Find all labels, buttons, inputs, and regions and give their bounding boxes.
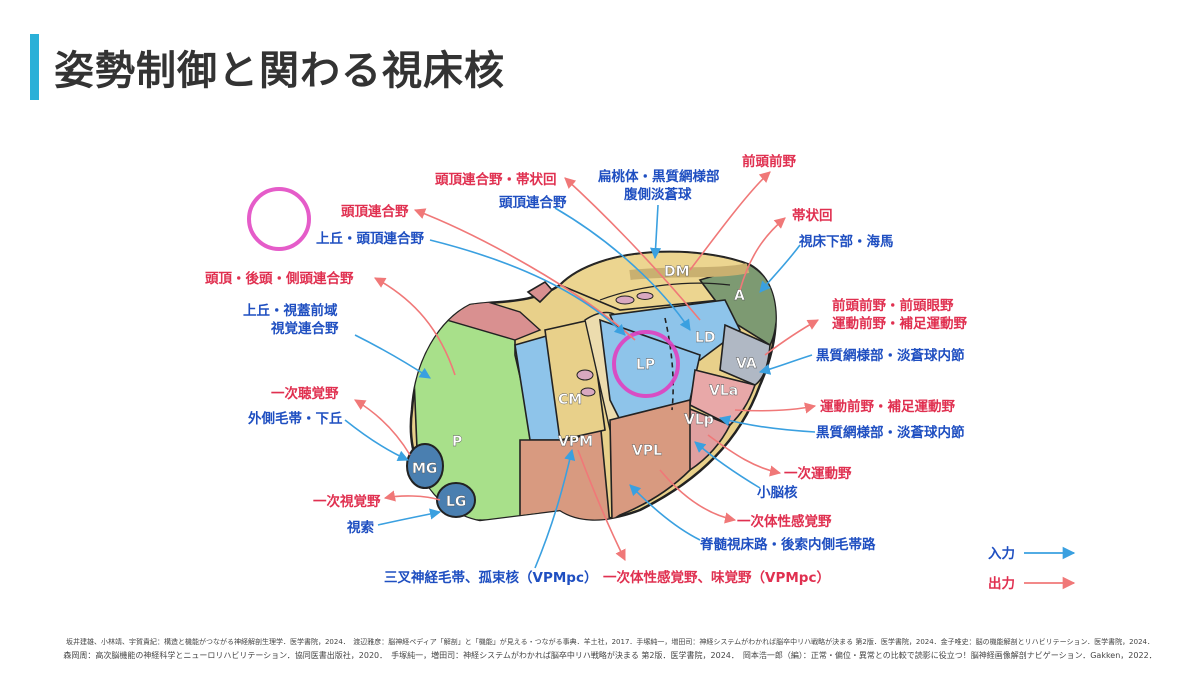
label-lp-in: 上丘・頭頂連合野 xyxy=(316,230,424,247)
label-trigeminal-in: 三叉神経毛帯、孤束核（VPMpc） xyxy=(384,569,597,586)
label-sn-gp-in-2: 黒質網様部・淡蒼球内節 xyxy=(816,424,965,441)
nucleus-label-VA: VA xyxy=(736,356,757,372)
arrow-in-cerebellum xyxy=(694,441,761,489)
arrow-in-sn-gp-1 xyxy=(758,354,813,375)
region-VPM xyxy=(519,418,611,520)
arrow-out-premotor xyxy=(734,402,817,414)
arrow-out-auditory xyxy=(354,399,411,456)
label-primary-motor-out: 一次運動野 xyxy=(784,465,852,482)
arrow-in-ld xyxy=(554,207,691,331)
label-ld-out: 頭頂連合野・帯状回 xyxy=(435,171,557,188)
region-LG xyxy=(436,482,476,518)
arrows xyxy=(344,171,819,569)
label-spinothalamic-in: 脊髄視床路・後索内側毛帯路 xyxy=(699,536,876,553)
legend-input-label: 入力 xyxy=(988,545,1015,562)
top-notch xyxy=(526,280,554,304)
label-ld-in: 頭頂連合野 xyxy=(499,194,567,211)
arrow-in-optic xyxy=(377,508,442,526)
label-premotor-out: 運動前野・補足運動野 xyxy=(820,398,955,415)
label-cerebellum-in: 小脳核 xyxy=(757,484,798,501)
label-frontal-motor-out-2: 運動前野・補足運動野 xyxy=(832,315,967,332)
highlight-ring-LP xyxy=(612,330,680,398)
arrow-in-hypo xyxy=(759,244,801,293)
title-accent-bar xyxy=(30,34,39,100)
references-line-2: 森岡周：高次脳機能の神経科学とニューロリハビリテーション．協同医書出版社，202… xyxy=(63,651,1157,660)
arrow-out-frontal xyxy=(689,171,771,271)
arrow-out-primary-motor xyxy=(707,434,782,477)
label-hypo-hippo-in: 視床下部・海馬 xyxy=(798,233,894,250)
label-pulvinar-out: 頭頂・後頭・側頭連合野 xyxy=(205,270,354,287)
nucleus-label-P: P xyxy=(452,434,462,450)
arrow-out-pulvinar xyxy=(374,277,456,376)
label-dm-in-2: 腹側淡蒼球 xyxy=(624,186,692,203)
label-visual-out: 一次視覚野 xyxy=(313,493,381,510)
label-pulvinar-in-1: 上丘・視蓋前域 xyxy=(243,302,338,319)
references-line-1: 坂井建雄、小林靖、宇賀貴紀：構造と機能がつながる神経解剖生理学．医学書院，202… xyxy=(65,638,1155,646)
arrow-out-ld xyxy=(564,177,701,321)
label-frontal-out: 前頭前野 xyxy=(742,153,796,170)
label-frontal-motor-out-1: 前頭前野・前頭眼野 xyxy=(832,297,954,314)
arrow-out-taste xyxy=(577,449,626,562)
region-CM xyxy=(544,319,606,441)
label-pulvinar-in-2: 視覚連合野 xyxy=(270,320,339,337)
label-auditory-out: 一次聴覚野 xyxy=(271,385,339,402)
legend-output-label: 出力 xyxy=(988,575,1015,592)
label-taste-out: 一次体性感覚野、味覚野（VPMpc） xyxy=(603,569,830,586)
arrow-out-frontal-motor xyxy=(764,319,819,356)
label-cingulate-out: 帯状回 xyxy=(792,207,833,224)
label-lp-out: 頭頂連合野 xyxy=(341,203,409,220)
arrow-out-somato xyxy=(659,469,737,524)
nucleus-label-DM: DM xyxy=(664,264,690,280)
legend: 入力 出力 xyxy=(988,545,1076,592)
page-title: 姿勢制御と関わる視床核 xyxy=(54,48,505,94)
arrow-in-dm xyxy=(649,204,662,260)
arrow-in-trigeminal xyxy=(534,448,576,569)
nucleus-label-LD: LD xyxy=(695,330,716,346)
nucleus-label-CM: CM xyxy=(558,392,582,408)
nucleus-label-A: A xyxy=(734,288,745,304)
arrow-in-lateral-lemniscus xyxy=(344,419,410,462)
arrow-in-lp xyxy=(429,239,626,336)
label-sn-gp-in-1: 黒質網様部・淡蒼球内節 xyxy=(816,347,965,364)
arrow-in-pulvinar xyxy=(354,334,431,379)
arrow-in-sn-gp-2 xyxy=(718,415,816,433)
arrow-in-spinothalamic xyxy=(629,484,701,541)
label-optic-tract-in: 視索 xyxy=(346,519,374,536)
region-MG xyxy=(406,443,444,489)
nucleus-label-VLa: VLa xyxy=(709,383,738,399)
nucleus-label-MG: MG xyxy=(412,461,437,477)
nucleus-label-LG: LG xyxy=(446,494,466,510)
arrow-out-cingulate xyxy=(739,217,786,291)
arrow-out-visual xyxy=(383,490,441,502)
nucleus-label-LP: LP xyxy=(636,357,655,373)
arrow-out-lp xyxy=(413,208,636,341)
nucleus-label-VPM: VPM xyxy=(558,434,593,450)
highlight-ring-legend xyxy=(247,187,311,251)
label-somato-out: 一次体性感覚野 xyxy=(737,513,832,530)
label-dm-in-1: 扁桃体・黒質網様部 xyxy=(598,168,720,185)
label-lateral-lemniscus-in: 外側毛帯・下丘 xyxy=(248,410,343,427)
nucleus-label-VPL: VPL xyxy=(632,443,662,459)
nucleus-label-VLp: VLp xyxy=(684,412,714,428)
